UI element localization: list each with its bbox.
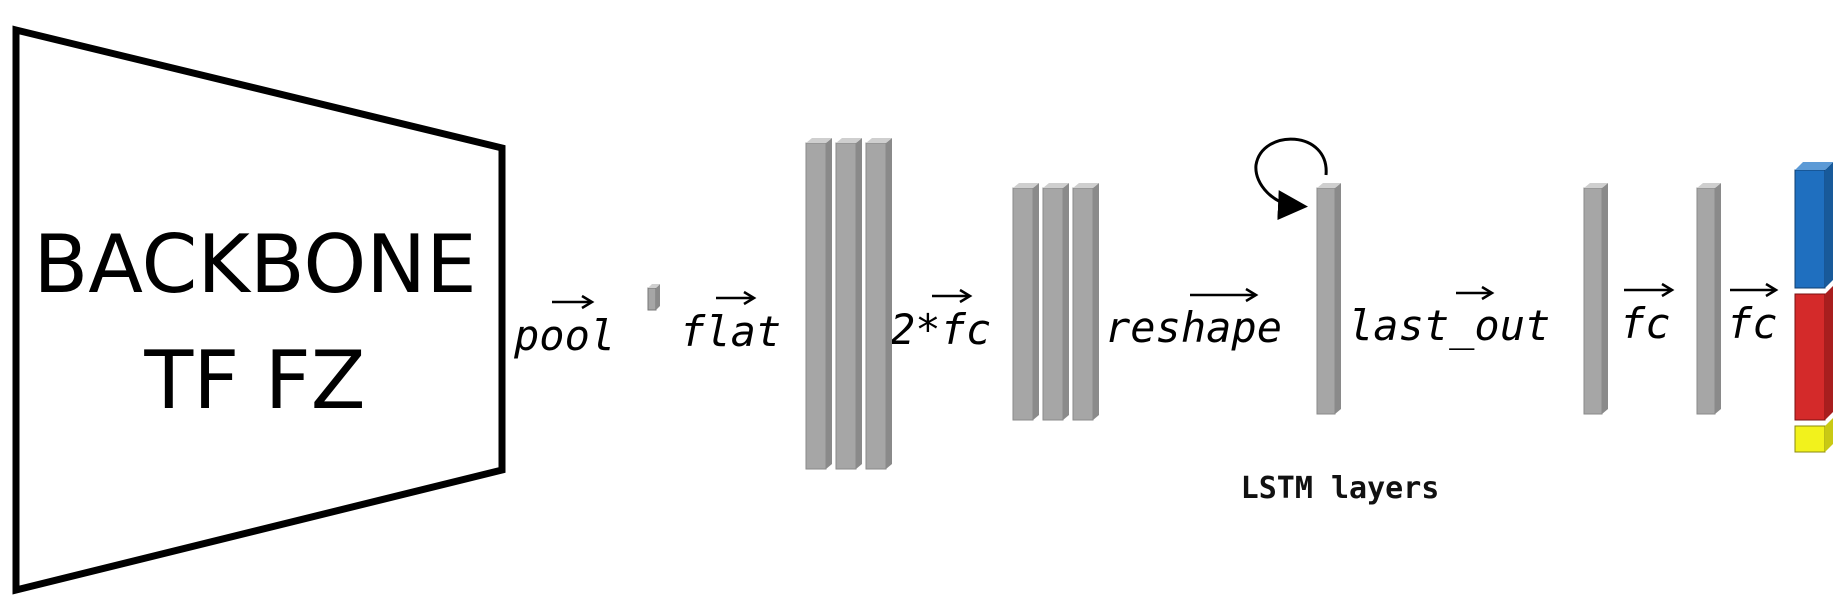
layer-bar [1072, 183, 1099, 421]
op-pool: pool [513, 311, 615, 360]
op-label-flat: flat [680, 307, 781, 356]
op-label-fc-b: fc [1727, 299, 1778, 348]
op-label-pool: pool [513, 311, 615, 360]
op-reshape: reshape [1105, 303, 1282, 352]
backbone-block: BACKBONE TF FZ [12, 25, 506, 595]
output-block [1794, 162, 1833, 453]
op-fc-b: fc [1727, 299, 1778, 348]
backbone-subtitle: TF FZ [143, 334, 365, 427]
layer-bar [865, 138, 892, 470]
output-segment-red [1794, 286, 1833, 421]
output-segment-blue [1794, 162, 1833, 289]
flat-layers [805, 138, 892, 470]
right-arrow-accent-icon [1190, 287, 1259, 303]
right-arrow-accent-icon [1624, 282, 1675, 298]
backbone-title: BACKBONE [33, 218, 476, 311]
backbone-trapezoid [12, 25, 506, 595]
right-arrow-accent-icon [716, 290, 757, 306]
vector-arrows [552, 282, 1779, 310]
op-2fc: 2*fc [890, 305, 991, 354]
layer-bar [1042, 183, 1069, 421]
right-arrow-accent-icon [932, 288, 973, 304]
op-last-out: last_out [1348, 301, 1550, 350]
lastout-layer [1583, 183, 1608, 415]
loop-arrow-icon [1254, 137, 1328, 221]
right-arrow-accent-icon [1730, 282, 1779, 298]
op-label-last-out: last_out [1348, 301, 1550, 350]
lstm-caption: LSTM layers [1241, 471, 1440, 506]
op-label-reshape: reshape [1105, 303, 1282, 352]
fc-layer [1696, 183, 1721, 415]
fc-layers [1012, 183, 1099, 421]
op-fc-a: fc [1620, 299, 1671, 348]
right-arrow-accent-icon [552, 294, 595, 310]
layer-bar [805, 138, 832, 470]
op-label-fc-a: fc [1620, 299, 1671, 348]
lstm-layer [1316, 183, 1341, 415]
layer-bar [1012, 183, 1039, 421]
op-label-2fc: 2*fc [890, 305, 991, 354]
pool-output-block [647, 284, 660, 311]
right-arrow-accent-icon [1456, 285, 1495, 301]
op-flat: flat [680, 307, 781, 356]
layer-bar [835, 138, 862, 470]
output-segment-yellow [1794, 418, 1833, 453]
